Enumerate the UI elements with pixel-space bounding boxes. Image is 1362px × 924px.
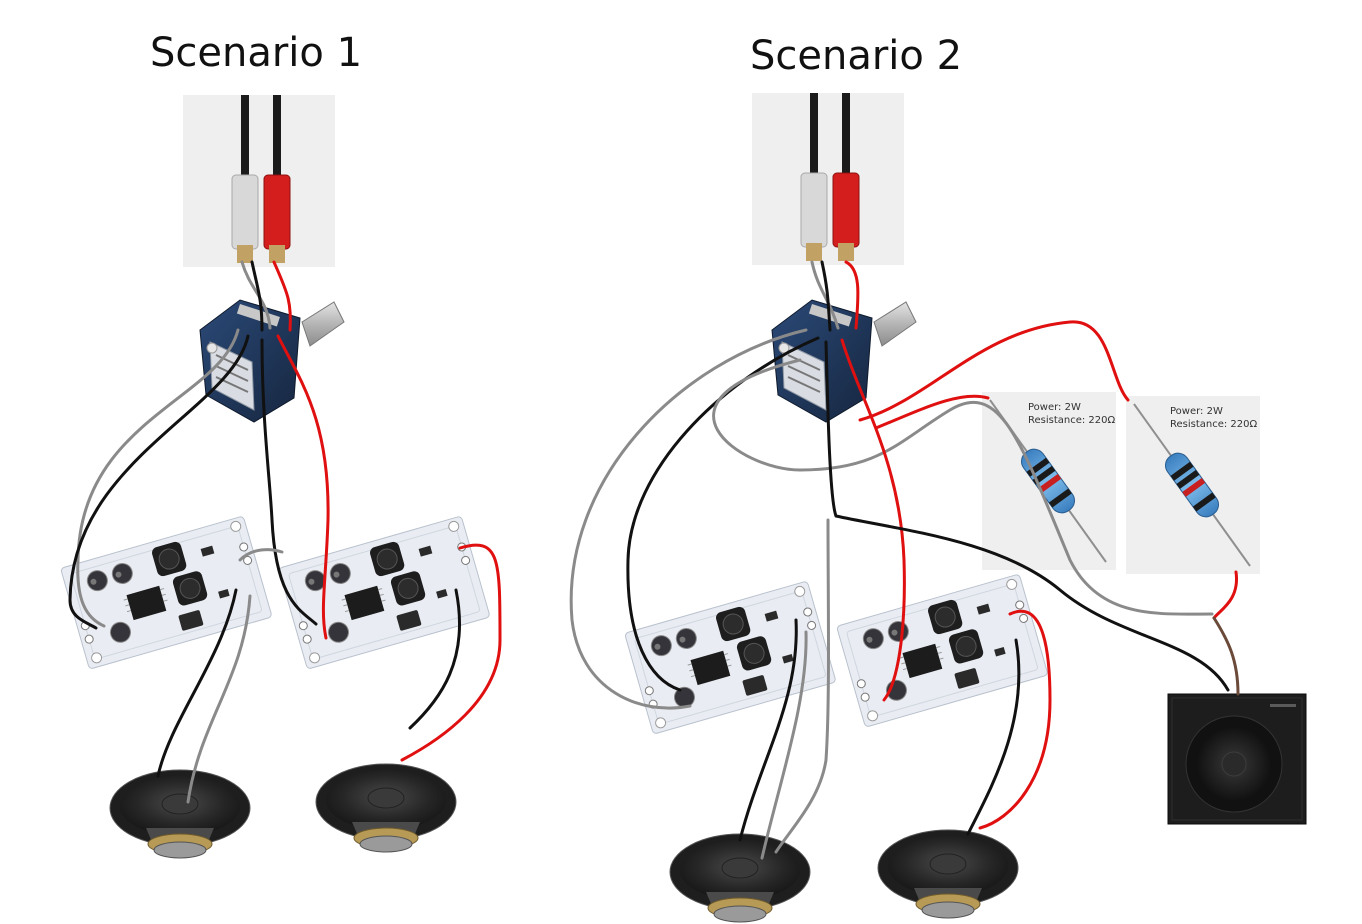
resistor-1-power: Power: 2W	[1028, 402, 1081, 413]
scenario-1-wires	[68, 260, 502, 804]
speaker-icon	[877, 829, 1019, 919]
scenario-2-wires	[569, 260, 1240, 860]
rca-plug-icon	[182, 94, 336, 268]
resistor-2-power: Power: 2W	[1170, 406, 1223, 417]
subwoofer-icon	[1167, 693, 1307, 825]
scenario-2: Power: 2W Resistance: 220Ω Power: 2W Res…	[569, 92, 1307, 923]
scenario-2-title: Scenario 2	[750, 33, 962, 79]
speaker-icon	[315, 763, 457, 853]
rca-plug-icon	[751, 92, 905, 266]
speaker-icon	[109, 769, 251, 859]
resistor-2-resistance: Resistance: 220Ω	[1170, 419, 1258, 430]
scenario-1-title: Scenario 1	[150, 30, 362, 76]
resistor-1-resistance: Resistance: 220Ω	[1028, 415, 1116, 426]
speaker-icon	[669, 833, 811, 923]
scenario-1	[60, 94, 502, 859]
